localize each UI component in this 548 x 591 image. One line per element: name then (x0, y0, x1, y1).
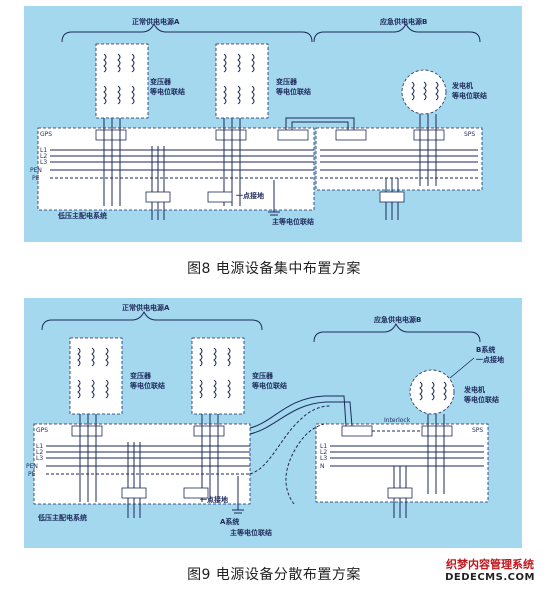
figure-9-caption: 图9 电源设备分散布置方案 (187, 567, 361, 583)
bus-bars-gps (50, 149, 314, 179)
brace-emergency-source (313, 322, 481, 343)
figure-8-schematic: 正常供电电源A 应急供电电源B 变压器 等电位联结 变压器 等电位联结 (30, 17, 487, 226)
label-pen: PEN (26, 463, 38, 470)
label-lv-system: 低压主配电系统 (57, 211, 107, 220)
breaker-5 (121, 487, 147, 499)
label-generator-b: 等电位联结 (463, 395, 499, 404)
label-l3: L3 (40, 159, 47, 166)
breaker-4 (421, 425, 453, 437)
bus-bars-sps (330, 445, 484, 467)
label-l3: L3 (36, 455, 43, 462)
watermark-logo: 织梦内容管理系统 DEDECMS.COM (438, 556, 542, 583)
label-transformer-1b: 等电位联结 (129, 381, 165, 390)
breaker-2 (215, 129, 247, 141)
figure-9-schematic: 正常供电电源A 应急供电电源B 变压器 等电位联结 变压器 等电位联结 B系统 (26, 303, 504, 537)
figure-8-diagram: 正常供电电源A 应急供电电源B 变压器 等电位联结 变压器 等电位联结 (24, 6, 522, 242)
figure-8-caption: 图8 电源设备集中布置方案 (187, 261, 361, 277)
label-emergency-source: 应急供电电源B (374, 315, 421, 324)
brace-emergency-source (313, 22, 481, 43)
breaker-7 (207, 191, 233, 203)
label-emergency-source: 应急供电电源B (380, 17, 427, 26)
transformer-2-coils (199, 347, 231, 399)
transformer-2-coils (223, 53, 255, 105)
generator-enclosure (401, 69, 447, 115)
transformer-1-coils (103, 53, 135, 105)
label-normal-source: 正常供电电源A (132, 17, 180, 26)
label-gps: GPS (40, 131, 52, 138)
label-interlock: Interlock (384, 417, 411, 424)
label-sps-n: N (320, 463, 325, 470)
label-pen: PEN (30, 167, 42, 174)
label-sps-l1: L1 (320, 443, 327, 450)
label-single-point: 一点接地 (200, 495, 228, 504)
breaker-5 (413, 129, 445, 141)
label-sps: SPS (472, 427, 483, 434)
breaker-6 (145, 191, 171, 203)
label-transformer-2b: 等电位联结 (251, 381, 287, 390)
gps-switchboard (37, 127, 315, 211)
label-transformer-2a: 变压器 (252, 371, 274, 380)
label-sps: SPS (464, 131, 475, 138)
breaker-8 (379, 191, 405, 203)
transformer-2-enclosure (191, 337, 245, 415)
figure-9-diagram: 正常供电电源A 应急供电电源B 变压器 等电位联结 变压器 等电位联结 B系统 (24, 298, 522, 548)
label-l1: L1 (36, 443, 43, 450)
transformer-2-enclosure (215, 43, 269, 119)
label-sps-l2: L2 (320, 449, 327, 456)
breaker-6 (183, 487, 209, 499)
label-gps: GPS (36, 427, 48, 434)
label-generator-a: 发电机 (463, 385, 485, 394)
label-normal-source: 正常供电电源A (122, 303, 170, 312)
label-l2: L2 (36, 449, 43, 456)
breaker-3 (341, 425, 373, 437)
label-generator-b: 等电位联结 (451, 91, 487, 100)
generator-coils (411, 81, 439, 101)
label-generator-a: 发电机 (451, 81, 473, 90)
label-transformer-1b: 等电位联结 (149, 87, 185, 96)
label-l2: L2 (40, 153, 47, 160)
watermark-title: 织梦内容管理系统 (446, 558, 534, 571)
generator-coils (419, 381, 447, 401)
tie-cable-bundle (249, 395, 353, 505)
label-pe: PE (32, 175, 40, 182)
label-single-point: 一点接地 (236, 191, 264, 200)
brace-normal-source (41, 310, 263, 331)
label-transformer-2b: 等电位联结 (275, 87, 311, 96)
label-lv-system: 低压主配电系统 (37, 513, 87, 522)
label-transformer-1a: 变压器 (130, 371, 152, 380)
generator-enclosure (409, 369, 455, 415)
breaker-1 (71, 425, 103, 437)
label-l1: L1 (40, 147, 47, 154)
breaker-7 (387, 487, 413, 499)
label-b-system-b: 一点接地 (476, 355, 504, 364)
label-a-system: A系统 (220, 517, 239, 526)
bus-bars-sps (320, 149, 478, 179)
label-pe: PE (28, 471, 36, 478)
brace-normal-source (61, 22, 313, 43)
transformer-1-enclosure (69, 337, 123, 415)
leader-b-system (449, 357, 475, 379)
breaker-4 (335, 129, 367, 141)
label-transformer-1a: 变压器 (150, 77, 172, 86)
transformer-1-enclosure (95, 43, 149, 119)
breaker-1 (95, 129, 127, 141)
transformer-1-coils (77, 347, 109, 399)
label-sps-l3: L3 (320, 455, 327, 462)
label-main-equipotential: 主等电位联结 (230, 528, 272, 537)
label-transformer-2a: 变压器 (276, 77, 298, 86)
label-b-system-a: B系统 (476, 345, 495, 354)
interconnect-cable (285, 117, 355, 130)
breaker-3 (277, 129, 309, 141)
breaker-2 (193, 425, 225, 437)
watermark-url: DEDECMS.COM (445, 572, 535, 583)
label-main-equipotential: 主等电位联结 (272, 217, 314, 226)
